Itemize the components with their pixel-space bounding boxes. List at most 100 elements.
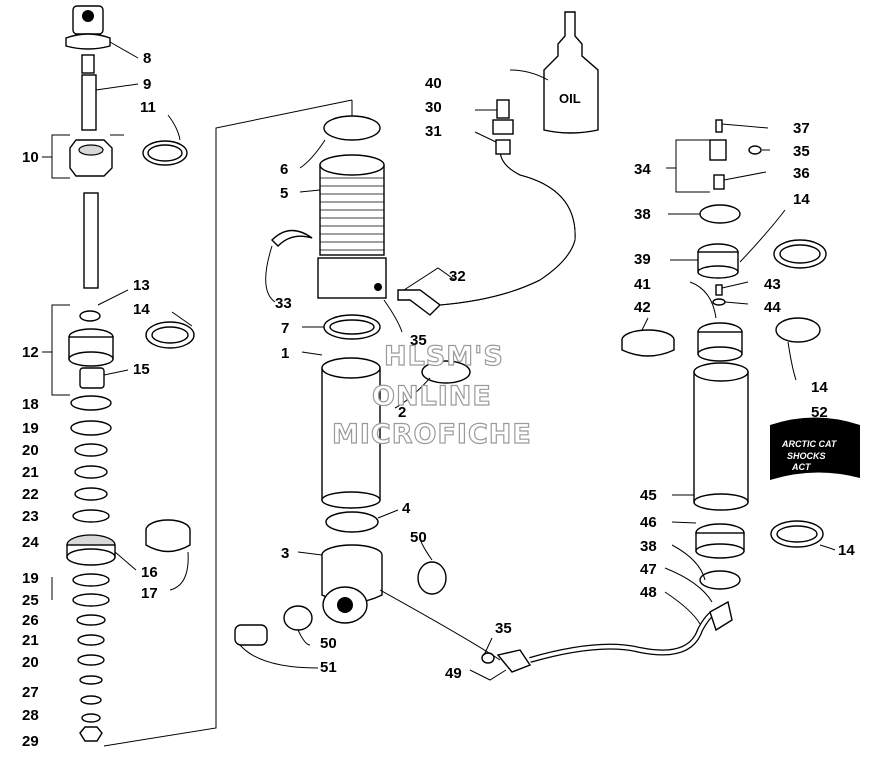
- elbow-fitting-32: [397, 289, 442, 316]
- callout-35-right: 35: [793, 143, 810, 160]
- callout-14-left: 14: [133, 301, 150, 318]
- callout-39: 39: [634, 251, 651, 268]
- callout-28: 28: [22, 707, 39, 724]
- callout-35-center: 35: [410, 332, 427, 349]
- callout-15: 15: [133, 361, 150, 378]
- callout-37: 37: [793, 120, 810, 137]
- valve-stem: [709, 139, 727, 161]
- o-ring-35-right: [748, 145, 762, 155]
- callout-6: 6: [280, 161, 288, 178]
- callout-21: 21: [22, 464, 39, 481]
- leader-lines: [42, 41, 836, 747]
- wear-band-body: [145, 530, 191, 553]
- base-eyelet-hole: [337, 597, 353, 613]
- callout-2: 2: [398, 404, 406, 421]
- callout-20: 20: [22, 442, 39, 459]
- o-ring-14-right-inner: [779, 244, 821, 264]
- callout-14-lower: 14: [838, 542, 855, 559]
- callout-34: 34: [634, 161, 651, 178]
- callout-46: 46: [640, 514, 657, 531]
- callout-14-mid: 14: [811, 379, 828, 396]
- callout-30: 30: [425, 99, 442, 116]
- watermark-line1: HLSM'S: [384, 341, 504, 372]
- callout-3: 3: [281, 545, 289, 562]
- callout-25: 25: [22, 592, 39, 609]
- callout-21-lower: 21: [22, 632, 39, 649]
- callout-33: 33: [275, 295, 292, 312]
- watermark-line2: ONLINE: [372, 381, 492, 412]
- callout-17: 17: [141, 585, 158, 602]
- callout-16: 16: [141, 564, 158, 581]
- callout-8: 8: [143, 50, 151, 67]
- callout-42: 42: [634, 299, 651, 316]
- reservoir-top: [693, 362, 749, 382]
- callout-9: 9: [143, 76, 151, 93]
- cylinder-bottom: [321, 491, 381, 509]
- decal-line2: SHOCKS: [787, 451, 826, 461]
- hose-upper-fill: [439, 149, 576, 306]
- fitting-31: [492, 119, 514, 135]
- o-ring-2: [421, 360, 471, 384]
- shaft-assembly: [65, 5, 195, 742]
- snap-ring-38-lower: [699, 570, 741, 590]
- decal-line1: ARCTIC CAT: [781, 439, 838, 449]
- fitting-31b: [495, 139, 511, 155]
- fitting-30: [496, 99, 510, 119]
- decal: [770, 417, 860, 480]
- callout-19: 19: [22, 420, 39, 437]
- elbow-fitting-49: [496, 649, 532, 673]
- eyelet-hole: [82, 10, 94, 22]
- callout-40: 40: [425, 75, 442, 92]
- callout-52: 52: [811, 404, 828, 421]
- collar-port: [374, 283, 382, 291]
- callout-41: 41: [634, 276, 651, 293]
- hose-lower-fill: [529, 610, 716, 662]
- callout-35-lower: 35: [495, 620, 512, 637]
- callout-32: 32: [449, 268, 466, 285]
- reservoir-assembly: OIL ARCTIC CAT SHOCKS A: [543, 11, 860, 632]
- watermark: HLSM'S ONLINE MICROFICHE: [331, 340, 531, 450]
- callout-1: 1: [281, 345, 289, 362]
- callout-27: 27: [22, 684, 39, 701]
- end-cap-39-bottom: [697, 265, 739, 279]
- valve-core-36: [713, 174, 725, 190]
- callout-45: 45: [640, 487, 657, 504]
- o-ring-14-inner: [151, 326, 189, 344]
- washer-13: [79, 310, 101, 322]
- callout-23: 23: [22, 508, 39, 525]
- bearing-bottom: [68, 351, 114, 367]
- callout-11: 11: [140, 99, 156, 116]
- o-ring-14-mid: [775, 317, 821, 343]
- bumper: [79, 367, 105, 389]
- callout-50-right: 50: [410, 529, 427, 546]
- washer-44: [712, 298, 726, 306]
- callout-51: 51: [320, 659, 337, 676]
- oil-bottle: [543, 11, 599, 134]
- callout-31: 31: [425, 123, 442, 140]
- callout-18: 18: [22, 396, 39, 413]
- callout-4: 4: [402, 500, 411, 517]
- stud: [81, 54, 95, 74]
- reservoir-tube: [693, 371, 749, 503]
- callout-26: 26: [22, 612, 39, 629]
- callout-50-left: 50: [320, 635, 337, 652]
- collar-base: [317, 257, 387, 299]
- bushing-50-left: [283, 605, 313, 631]
- callout-38-lower: 38: [640, 538, 657, 555]
- callout-14-top: 14: [793, 191, 810, 208]
- callout-5: 5: [280, 185, 288, 202]
- reservoir-bottom: [693, 493, 749, 511]
- o-ring-35-lower: [481, 652, 495, 664]
- callout-13: 13: [133, 277, 150, 294]
- callout-38-top: 38: [634, 206, 651, 223]
- callout-43: 43: [764, 276, 781, 293]
- sleeve-51: [234, 624, 268, 646]
- snap-ring-38-top: [699, 204, 741, 224]
- elbow-fitting-47: [709, 600, 733, 632]
- callout-22: 22: [22, 486, 39, 503]
- end-cap-46-bottom: [695, 543, 745, 559]
- floating-piston-bottom: [697, 346, 743, 362]
- callout-44: 44: [764, 299, 781, 316]
